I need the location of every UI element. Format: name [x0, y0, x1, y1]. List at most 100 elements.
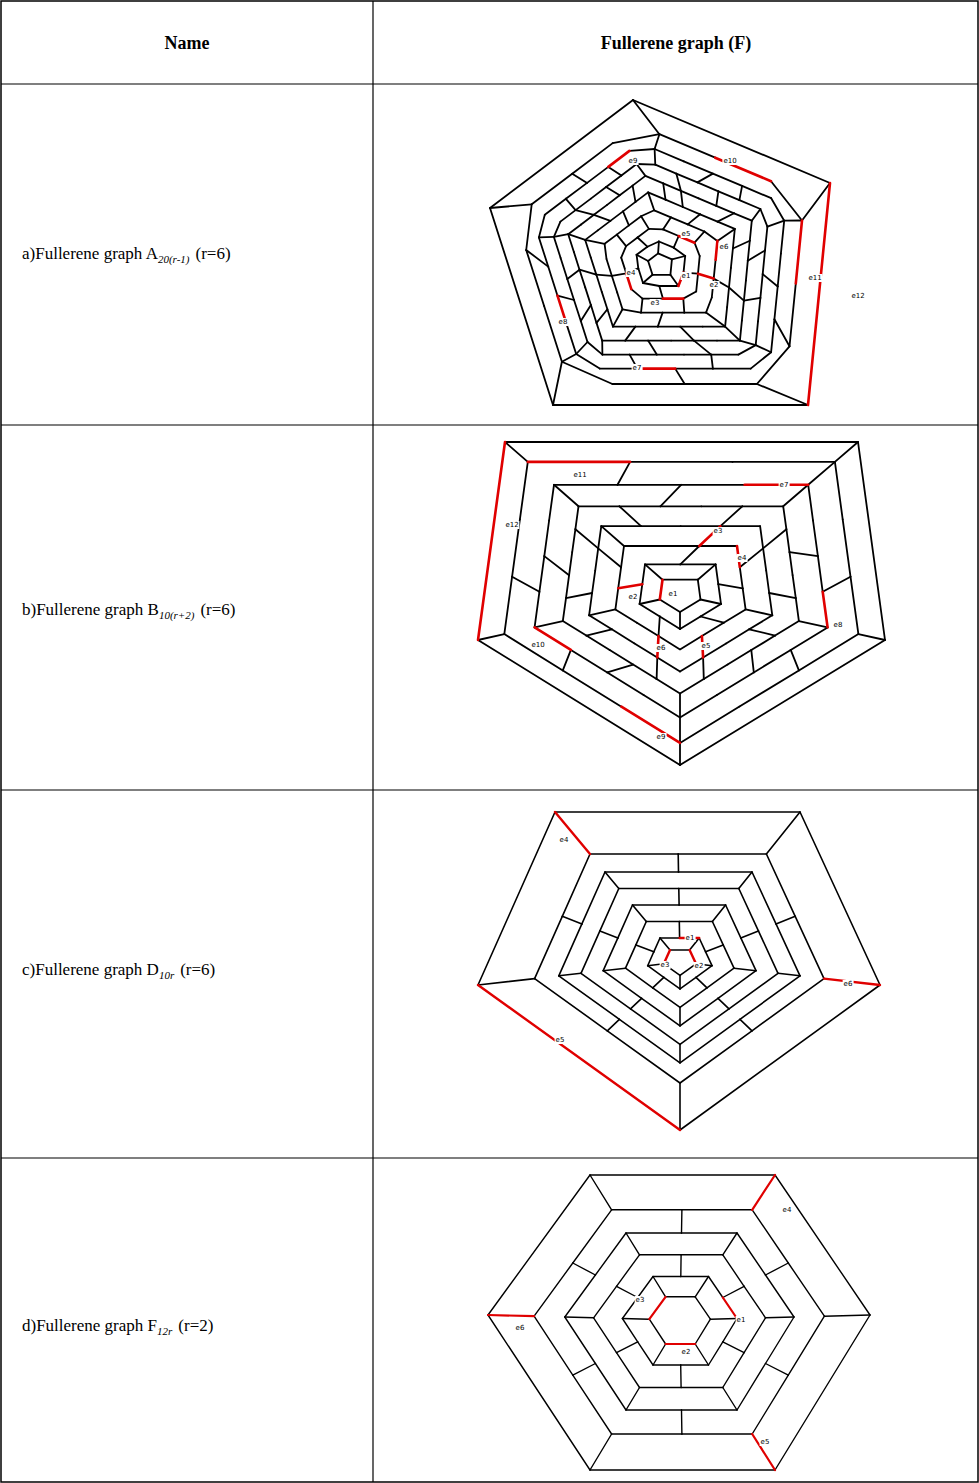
graph-edge — [631, 998, 642, 1009]
graph-edge — [615, 609, 637, 622]
graph-edge — [619, 505, 660, 507]
name-text: d)Fullerene graph F — [22, 1316, 157, 1335]
graph-edge — [640, 584, 643, 604]
graph-edge — [641, 299, 643, 313]
graph-edge — [576, 342, 587, 354]
graph-edge — [775, 621, 799, 636]
graph-edge — [713, 174, 742, 186]
graph-edge — [666, 1296, 696, 1297]
graph-edge — [618, 567, 621, 588]
graph-edge — [752, 209, 761, 221]
graph-edge — [568, 225, 581, 235]
graph-edge — [567, 325, 576, 354]
highlighted-edge — [666, 1343, 696, 1345]
graph-edge — [744, 281, 746, 301]
graph-edge — [574, 252, 580, 270]
graph-edge — [843, 519, 851, 576]
parameter-text: (r=2) — [178, 1316, 213, 1335]
graph-edge — [676, 174, 697, 183]
edge-label: e11 — [572, 471, 587, 479]
graph-edge — [635, 643, 658, 657]
graph-edge — [680, 326, 703, 328]
edge-label: e3 — [660, 961, 671, 969]
edge-label: e5 — [701, 642, 712, 650]
graph-edge — [490, 208, 553, 405]
highlighted-edge — [660, 580, 663, 600]
name-text: b)Fullerene graph B — [22, 600, 159, 619]
graph-edge — [775, 1175, 870, 1315]
graph-edge — [751, 636, 775, 651]
graph-edge — [585, 240, 604, 244]
graph-edge — [590, 853, 678, 855]
graph-edge — [790, 283, 796, 346]
graph-edge — [717, 340, 740, 342]
graph-edge — [749, 629, 775, 635]
graph-edge — [748, 241, 750, 261]
edge-label: e7 — [632, 364, 643, 372]
graph-edge — [607, 259, 612, 276]
graph-edge — [758, 931, 778, 973]
graph-edge — [771, 198, 784, 221]
graph-edge — [478, 634, 504, 640]
graph-edge — [591, 187, 606, 199]
graph-edge — [637, 255, 649, 261]
graph-edge — [581, 931, 600, 973]
graph-edge — [589, 609, 615, 615]
parameter-text: (r=6) — [180, 960, 215, 979]
graph-edge — [712, 922, 723, 945]
graph-edge — [617, 1342, 638, 1353]
graph-edge — [617, 235, 626, 247]
graph-edge — [642, 564, 645, 584]
highlighted-edge — [555, 812, 590, 854]
graph-edge — [680, 636, 702, 649]
graph-edge — [631, 289, 642, 299]
graph-edge — [766, 1364, 789, 1376]
graph-edge — [490, 204, 532, 208]
graph-edge — [603, 968, 625, 971]
graph-edge — [733, 241, 750, 249]
graph-edge — [679, 871, 753, 873]
graph-edge — [698, 256, 700, 274]
graph-edge — [682, 1433, 752, 1434]
graph-edge — [572, 143, 613, 174]
graph-edge — [520, 462, 528, 519]
graph-edge — [600, 931, 618, 938]
graph-edge — [626, 1388, 640, 1411]
graph-edge — [618, 462, 631, 485]
graph-edge — [744, 298, 761, 301]
graph-edge — [681, 1210, 683, 1233]
graph-edge — [684, 354, 711, 356]
graph-edge — [813, 521, 818, 557]
graph-edge — [601, 525, 641, 527]
graph-edge — [607, 1019, 619, 1031]
graph-edge — [823, 577, 851, 592]
graph-edge — [688, 214, 700, 224]
graph-edge — [621, 246, 626, 258]
graph-edge — [701, 600, 722, 605]
highlighted-edge — [796, 221, 802, 284]
graph-edge — [568, 234, 585, 240]
graph-edge — [681, 1410, 683, 1434]
graph-edge — [683, 292, 696, 299]
graph-edge — [662, 545, 700, 547]
graph-edge — [576, 199, 591, 211]
graph-edge — [752, 979, 824, 1031]
graph-edge — [774, 287, 777, 320]
graph-edge — [633, 665, 657, 680]
graph-edge — [613, 309, 623, 326]
graph-edge — [737, 1233, 766, 1275]
graph-edge — [576, 210, 594, 215]
graph-edge — [717, 672, 754, 695]
graph-edge — [740, 341, 756, 346]
graph-edge — [562, 854, 590, 916]
edge-label: e6 — [843, 980, 854, 988]
graph-edge — [567, 279, 574, 300]
graph-edge — [697, 174, 713, 183]
graph-edge — [623, 309, 642, 312]
graph-edge — [626, 1233, 640, 1255]
graph-edge — [626, 945, 636, 968]
graph-name: d)Fullerene graph F12r(r=2) — [22, 1316, 213, 1337]
graph-edge — [606, 187, 620, 195]
highlighted-edge — [823, 592, 828, 628]
graph-edge — [488, 1315, 590, 1470]
